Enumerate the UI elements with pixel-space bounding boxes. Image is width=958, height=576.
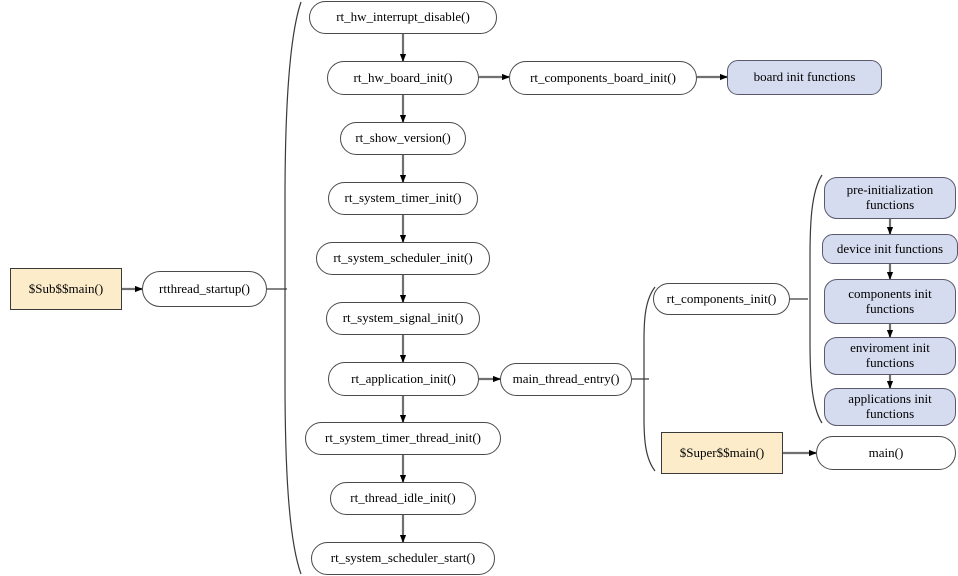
node-rt-system-scheduler-init[interactable]: rt_system_scheduler_init() (316, 242, 490, 275)
node-rtthread-startup-label: rtthread_startup() (159, 280, 250, 296)
node-rt-system-timer-init[interactable]: rt_system_timer_init() (328, 182, 478, 215)
node-rt-hw-board-init[interactable]: rt_hw_board_init() (327, 61, 479, 95)
node-rt-system-signal-init-label: rt_system_signal_init() (342, 310, 464, 326)
node-device-init-functions[interactable]: device init functions (822, 234, 958, 264)
node-applications-init-functions-label: applications init functions (848, 391, 932, 421)
node-rt-components-init-label: rt_components_init() (666, 290, 777, 306)
node-rt-show-version-label: rt_show_version() (355, 130, 451, 146)
node-sub-main[interactable]: $Sub$$main() (10, 268, 122, 310)
node-pre-initialization-functions-label: pre-initialization functions (846, 182, 934, 212)
brace-main-thread-entry-group (643, 286, 656, 472)
node-main[interactable]: main() (816, 436, 956, 470)
node-device-init-functions-label: device init functions (836, 240, 944, 256)
node-enviroment-init-functions-label: enviroment init functions (850, 340, 930, 370)
node-rtthread-startup[interactable]: rtthread_startup() (142, 271, 267, 307)
node-rt-system-timer-thread-init-label: rt_system_timer_thread_init() (325, 430, 481, 446)
node-rt-application-init[interactable]: rt_application_init() (328, 362, 479, 396)
node-rt-system-scheduler-start-label: rt_system_scheduler_start() (330, 550, 476, 566)
node-rt-hw-interrupt-disable[interactable]: rt_hw_interrupt_disable() (309, 1, 497, 34)
node-rt-components-board-init[interactable]: rt_components_board_init() (509, 61, 697, 95)
node-pre-initialization-functions[interactable]: pre-initialization functions (824, 177, 956, 219)
node-rt-system-scheduler-start[interactable]: rt_system_scheduler_start() (311, 542, 495, 575)
brace-startup-sequence (284, 1, 302, 575)
node-board-init-functions-label: board init functions (753, 69, 856, 85)
node-rt-hw-board-init-label: rt_hw_board_init() (353, 69, 453, 85)
node-components-init-functions-label: components init functions (848, 285, 932, 316)
node-rt-show-version[interactable]: rt_show_version() (340, 122, 466, 155)
node-rt-components-board-init-label: rt_components_board_init() (530, 69, 676, 85)
node-rt-system-timer-thread-init[interactable]: rt_system_timer_thread_init() (305, 422, 501, 455)
node-super-main-label: $Super$$main() (679, 444, 765, 460)
node-main-thread-entry-label: main_thread_entry() (512, 371, 620, 387)
node-rt-system-signal-init[interactable]: rt_system_signal_init() (326, 302, 480, 335)
node-rt-system-timer-init-label: rt_system_timer_init() (344, 190, 462, 206)
node-rt-hw-interrupt-disable-label: rt_hw_interrupt_disable() (336, 9, 470, 25)
node-main-label: main() (868, 444, 904, 460)
node-rt-thread-idle-init[interactable]: rt_thread_idle_init() (330, 482, 476, 515)
node-super-main[interactable]: $Super$$main() (661, 432, 783, 474)
node-rt-thread-idle-init-label: rt_thread_idle_init() (350, 490, 456, 506)
node-applications-init-functions[interactable]: applications init functions (824, 388, 956, 426)
brace-components-init-group (809, 174, 823, 424)
node-enviroment-init-functions[interactable]: enviroment init functions (824, 337, 956, 375)
node-rt-system-scheduler-init-label: rt_system_scheduler_init() (333, 250, 473, 266)
node-board-init-functions[interactable]: board init functions (727, 60, 882, 95)
node-rt-components-init[interactable]: rt_components_init() (653, 283, 790, 315)
node-components-init-functions[interactable]: components init functions (824, 279, 956, 324)
node-sub-main-label: $Sub$$main() (28, 280, 104, 296)
node-rt-application-init-label: rt_application_init() (351, 370, 456, 386)
node-main-thread-entry[interactable]: main_thread_entry() (500, 363, 632, 396)
